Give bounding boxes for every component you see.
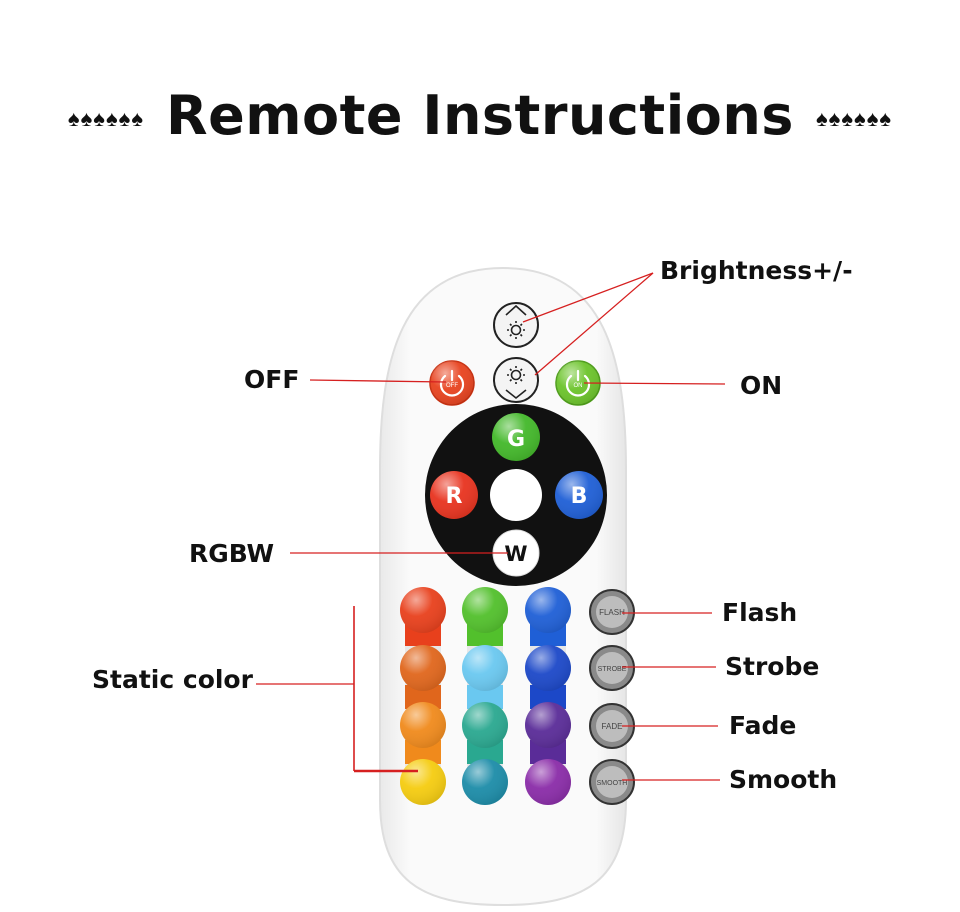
b-button[interactable]: B [555, 471, 603, 519]
smooth-button-text: SMOOTH [597, 780, 628, 787]
color-button-shine [400, 587, 571, 805]
fade-label: Fade [729, 711, 797, 740]
fade-button[interactable]: FADE [589, 703, 635, 749]
static-color-label: Static color [92, 665, 253, 694]
rgbw-label: RGBW [189, 539, 275, 568]
off-button[interactable]: OFF [429, 360, 475, 406]
page-title: Remote Instructions [166, 83, 794, 147]
title-row: ♠♠♠♠♠♠ Remote Instructions ♠♠♠♠♠♠ [0, 80, 960, 150]
smooth-label: Smooth [729, 765, 838, 794]
smooth-button[interactable]: SMOOTH [589, 759, 635, 805]
on-label: ON [740, 371, 783, 400]
right-spade-ornament: ♠♠♠♠♠♠ [815, 106, 893, 131]
w-button[interactable]: W [492, 529, 540, 577]
off-label: OFF [244, 365, 300, 394]
flash-label: Flash [722, 598, 798, 627]
wheel-center [490, 469, 542, 521]
g-button-label: G [507, 427, 525, 452]
r-button-label: R [446, 484, 463, 509]
r-button[interactable]: R [430, 471, 478, 519]
power-on-icon [565, 369, 591, 397]
on-button-text: ON [574, 383, 583, 389]
brightness-callout-line-2 [534, 272, 654, 376]
g-button[interactable]: G [492, 413, 540, 461]
strobe-label: Strobe [725, 652, 820, 681]
sun-down-icon [505, 366, 527, 400]
brightness-callout-line-1 [522, 272, 654, 323]
brightness-label: Brightness+/- [660, 256, 853, 285]
b-button-label: B [571, 484, 588, 509]
on-button[interactable]: ON [555, 360, 601, 406]
left-spade-ornament: ♠♠♠♠♠♠ [67, 106, 145, 131]
brightness-up-button[interactable] [493, 302, 539, 348]
sun-up-icon [505, 304, 527, 339]
off-button-text: OFF [446, 383, 458, 389]
brightness-down-button[interactable] [493, 357, 539, 403]
callout-lines [290, 272, 726, 781]
strobe-button[interactable]: STROBE [589, 645, 635, 691]
off-callout-line [309, 379, 447, 383]
strobe-button-text: STROBE [598, 666, 627, 673]
w-button-label: W [504, 542, 527, 566]
on-callout-line [583, 382, 726, 385]
fade-button-text: FADE [602, 722, 623, 731]
static-color-bracket [256, 606, 418, 773]
flash-button-text: FLASH [599, 608, 625, 617]
flash-button[interactable]: FLASH [589, 589, 635, 635]
